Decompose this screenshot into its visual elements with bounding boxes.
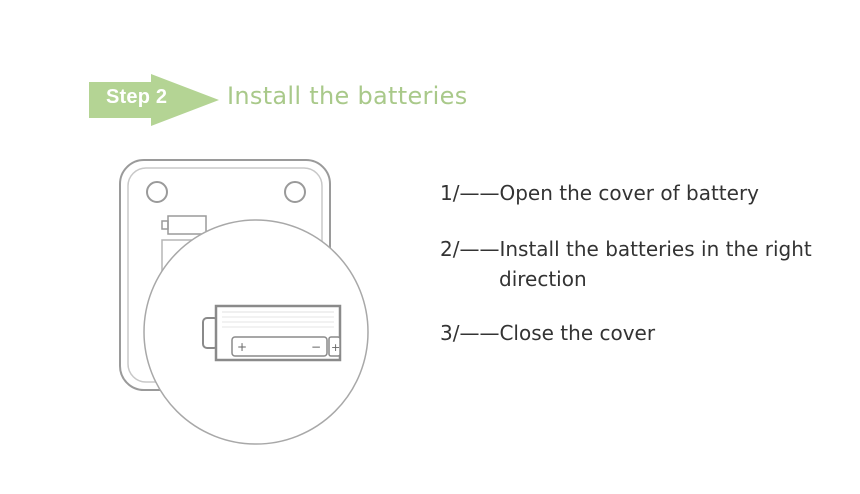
step-arrow-icon [89,74,219,126]
instruction-dash: —— [459,237,500,261]
instruction-text: Open the cover of battery [499,181,760,205]
instruction-item: 2/——Install the batteries in the right d… [440,234,850,294]
battery-negative-label: − [311,340,321,354]
instruction-number: 2/ [440,237,460,261]
step-label: Step 2 [106,86,168,108]
step-header: Step 2 Install the batteries [0,0,860,140]
instruction-item: 1/——Open the cover of battery [440,178,850,208]
battery-positive-label-2: + [331,341,340,354]
instruction-item: 3/——Close the cover [440,318,850,348]
battery-positive-label: + [237,340,247,354]
instruction-text-line2: direction [499,267,587,291]
instruction-dash: —— [459,321,500,345]
battery-installation-illustration: + − + [119,159,369,445]
screw-hole-icon [284,181,306,203]
instruction-text: Close the cover [499,321,656,345]
instruction-dash: —— [459,181,500,205]
instruction-number: 3/ [440,321,460,345]
instruction-number: 1/ [440,181,460,205]
battery-icon: + − + [202,304,342,362]
page-title: Install the batteries [227,82,468,110]
screw-hole-icon [146,181,168,203]
instruction-text: Install the batteries in the right [499,237,812,261]
